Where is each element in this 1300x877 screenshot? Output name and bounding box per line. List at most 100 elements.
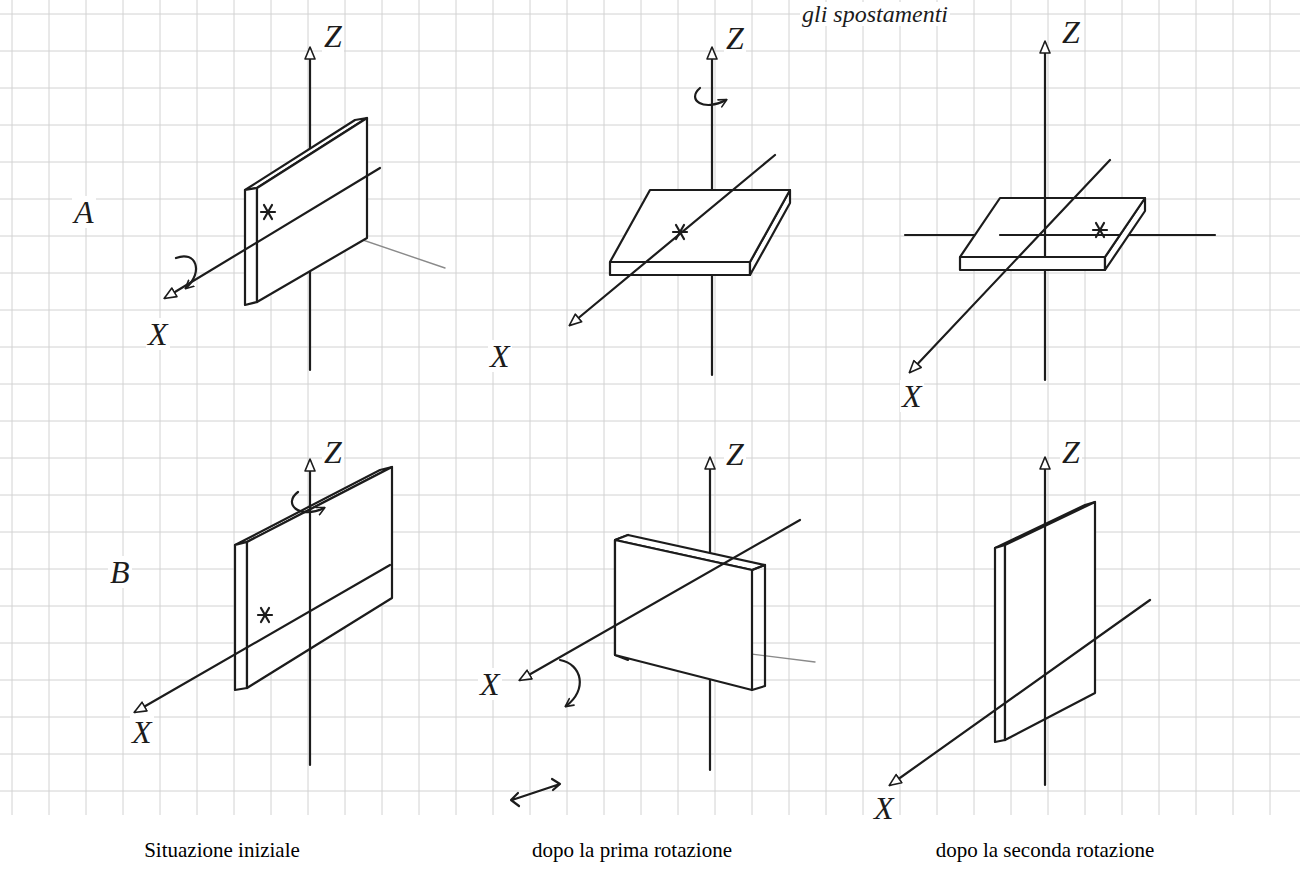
plate-edge <box>960 257 1105 270</box>
grid-line <box>0 421 1300 422</box>
grid-line <box>123 0 124 815</box>
panel-a1 <box>165 48 445 370</box>
column-caption: dopo la prima rotazione <box>532 840 732 861</box>
grid-line <box>0 310 1300 311</box>
panel-b2 <box>511 458 815 806</box>
grid-line <box>789 0 790 815</box>
axis-label: Z <box>322 436 344 468</box>
grid-line <box>234 0 235 815</box>
double-arrow-sketch <box>511 779 560 806</box>
rotation-arrow <box>292 492 324 512</box>
grid-line <box>678 0 679 815</box>
grid-line <box>530 0 531 815</box>
grid-line <box>0 680 1300 681</box>
plate-face <box>610 190 790 262</box>
panel-a3 <box>905 42 1215 380</box>
column-caption: Situazione iniziale <box>144 840 300 861</box>
grid-line <box>0 51 1300 52</box>
grid-lines <box>12 0 1270 815</box>
panel-b1 <box>135 460 392 765</box>
x-axis <box>890 600 1150 785</box>
grid-line <box>752 0 753 815</box>
x-axis <box>165 168 380 298</box>
grid-line <box>12 0 13 815</box>
x-axis <box>910 160 1110 372</box>
row-label: B <box>108 556 132 588</box>
plate-face <box>960 198 1145 257</box>
handwritten-note: gli spostamenti <box>800 2 950 26</box>
axis-label: X <box>488 340 512 372</box>
grid-line <box>567 0 568 815</box>
plate-edge <box>235 542 247 690</box>
rotation-arrow <box>695 88 726 105</box>
grid-line <box>382 0 383 815</box>
grid-line <box>604 0 605 815</box>
grid-line <box>0 88 1300 89</box>
grid-line <box>0 458 1300 459</box>
marker-star <box>1093 223 1107 237</box>
rotation-arrow <box>560 660 580 706</box>
grid-line <box>0 717 1300 718</box>
column-caption: dopo la seconda rotazione <box>936 840 1155 861</box>
x-axis <box>135 565 390 712</box>
axis-label: Z <box>322 20 344 52</box>
grid-line <box>826 0 827 815</box>
grid-line <box>0 347 1300 348</box>
x-axis <box>570 155 775 325</box>
grid-line <box>974 0 975 815</box>
axis-label: X <box>146 318 170 350</box>
grid-line <box>419 0 420 815</box>
grid-line <box>49 0 50 815</box>
axis-label: Z <box>1060 16 1082 48</box>
grid-line <box>1159 0 1160 815</box>
marker-star <box>673 225 687 239</box>
axis-on-plate <box>1000 198 1120 257</box>
grid-line <box>345 0 346 815</box>
axis-label: Z <box>724 438 746 470</box>
axis-label: X <box>130 716 154 748</box>
grid-lines <box>0 14 1300 791</box>
grid-line <box>271 0 272 815</box>
grid-line <box>456 0 457 815</box>
z-axis-on-plate <box>309 505 311 650</box>
plate-edge <box>995 545 1005 742</box>
rotation-arrow <box>176 256 196 288</box>
plate-face <box>1005 502 1095 740</box>
row-label: A <box>72 196 96 228</box>
grid-line <box>0 532 1300 533</box>
grid-line <box>160 0 161 815</box>
axis-label: X <box>900 380 924 412</box>
grid-line <box>937 0 938 815</box>
marker-star <box>258 608 272 622</box>
panel-a2 <box>570 48 790 375</box>
grid-line <box>0 754 1300 755</box>
grid-line <box>86 0 87 815</box>
axis-label: X <box>872 792 896 824</box>
grid-line <box>0 125 1300 126</box>
grid-line <box>1233 0 1234 815</box>
x-axis <box>520 520 800 680</box>
grid-line <box>1270 0 1271 815</box>
grid-line <box>641 0 642 815</box>
grid-line <box>0 791 1300 792</box>
grid-line <box>0 384 1300 385</box>
grid-line <box>1122 0 1123 815</box>
z-axis <box>1044 458 1046 785</box>
axis-label: Z <box>724 22 746 54</box>
grid-line <box>308 0 309 815</box>
grid-line <box>0 162 1300 163</box>
grid-line <box>0 495 1300 496</box>
axis-label: Z <box>1060 436 1082 468</box>
grid-line <box>1196 0 1197 815</box>
marker-star <box>261 205 275 219</box>
grid-line <box>197 0 198 815</box>
grid-line <box>863 0 864 815</box>
z-axis-on-plate <box>1044 524 1046 720</box>
axis-label: X <box>478 668 502 700</box>
grid-line <box>0 14 1300 15</box>
plate-edge <box>752 565 765 690</box>
panel-b3 <box>890 458 1150 785</box>
